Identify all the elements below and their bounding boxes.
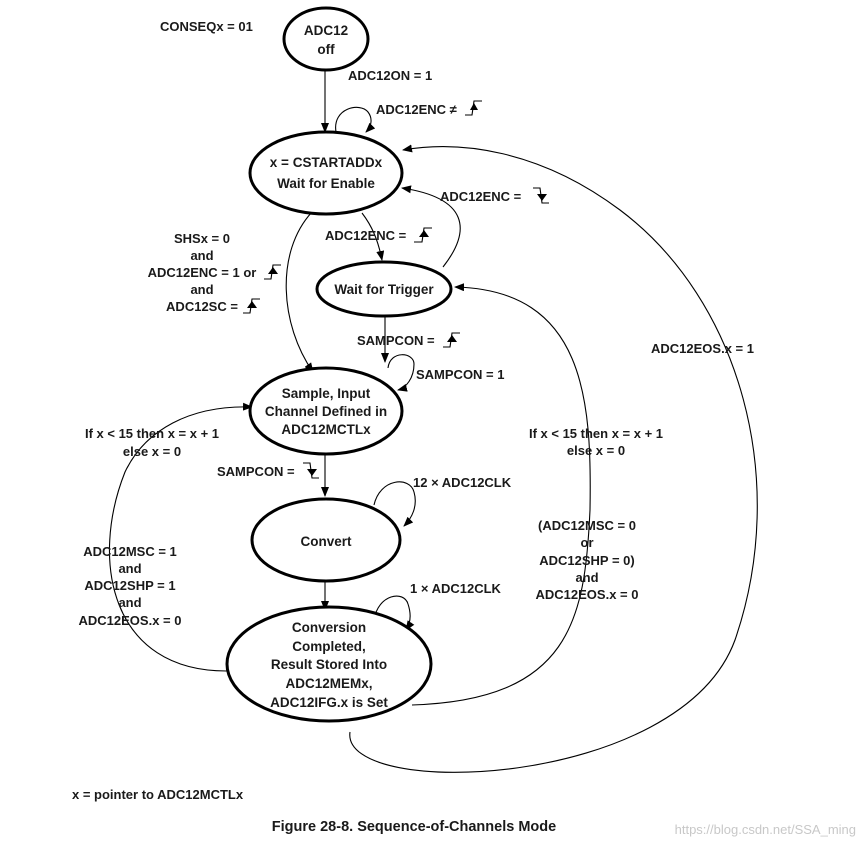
state-shape: [282, 6, 370, 72]
label-left-condition-line: and: [118, 561, 141, 576]
state-conversion-completed: Conversion Completed, Result Stored Into…: [225, 605, 433, 723]
falling-edge-icon: [303, 462, 319, 479]
conseq-note: CONSEQx = 01: [160, 19, 253, 34]
state-adc12-off: ADC12 off: [282, 6, 370, 72]
label-eos-exit: ADC12EOS.x = 1: [651, 341, 754, 356]
label-left-condition-line: ADC12SHP = 1: [84, 578, 175, 593]
label-left-increment-line: If x < 15 then x = x + 1: [85, 426, 219, 441]
state-label-line: x = CSTARTADDx: [270, 155, 383, 170]
label-enc-falling-text: ADC12ENC =: [440, 189, 522, 204]
state-shape: [225, 605, 433, 723]
label-sampcon-rising: SAMPCON =: [357, 332, 460, 348]
label-right-condition-line: ADC12EOS.x = 0: [536, 587, 639, 602]
label-right-condition-line: or: [581, 535, 594, 550]
state-label-line: Channel Defined in: [265, 404, 387, 419]
edge-completed-to-wait-enable: [349, 144, 758, 773]
label-sampcon-hold: SAMPCON = 1: [416, 367, 505, 382]
state-label-line: off: [317, 42, 335, 57]
label-enc-falling: ADC12ENC =: [440, 187, 549, 204]
rising-edge-icon: [264, 264, 281, 280]
label-right-increment-line: If x < 15 then x = x + 1: [529, 426, 663, 441]
state-label-line: Sample, Input: [282, 386, 371, 401]
label-sampcon-falling: SAMPCON =: [217, 462, 319, 479]
state-convert: Convert: [250, 497, 402, 583]
label-right-condition-line: ADC12SHP = 0): [539, 553, 635, 568]
state-label-line: ADC12: [304, 23, 348, 38]
label-enc-not-rising-text: ADC12ENC ≠: [376, 102, 457, 117]
edge-completed-to-sample-left: [109, 402, 253, 672]
state-shape: [315, 260, 453, 318]
edge-wait-enable-to-wait-trigger: [361, 212, 385, 261]
edge-completed-self-loop: [373, 595, 415, 631]
label-sampcon-falling-text: SAMPCON =: [217, 464, 295, 479]
rising-edge-icon: [443, 332, 460, 348]
state-shape: [248, 366, 404, 456]
state-wait-for-enable: x = CSTARTADDx Wait for Enable: [248, 130, 404, 216]
edge-sample-self-loop: [387, 354, 415, 392]
state-label-line: Wait for Enable: [277, 176, 375, 191]
label-right-increment: If x < 15 then x = x + 1 else x = 0: [529, 426, 663, 458]
label-shs-line: ADC12SC =: [166, 299, 238, 314]
rising-edge-icon: [465, 100, 482, 116]
label-left-increment: If x < 15 then x = x + 1 else x = 0: [85, 426, 219, 459]
state-label-line: Completed,: [292, 639, 366, 654]
label-left-condition-line: ADC12EOS.x = 0: [79, 613, 182, 628]
label-right-condition: (ADC12MSC = 0 or ADC12SHP = 0) and ADC12…: [536, 518, 639, 602]
state-label-line: Conversion: [292, 620, 366, 635]
label-left-condition-line: ADC12MSC = 1: [83, 544, 177, 559]
edge-completed-to-wait-trigger: [411, 283, 591, 706]
rising-edge-icon: [414, 227, 432, 243]
label-shs-line: ADC12ENC = 1 or: [148, 265, 257, 280]
edge-wait-enable-self-loop: [335, 106, 376, 133]
state-label-line: Convert: [300, 534, 352, 549]
state-shape: [248, 130, 404, 216]
transition-edges: [109, 69, 758, 773]
state-label-line: ADC12MCTLx: [281, 422, 371, 437]
label-right-increment-line: else x = 0: [567, 443, 625, 458]
state-label-line: ADC12MEMx,: [285, 676, 372, 691]
label-shs-line: SHSx = 0: [174, 231, 230, 246]
label-adc12on: ADC12ON = 1: [348, 68, 432, 83]
label-left-increment-line: else x = 0: [123, 444, 181, 459]
label-left-condition: ADC12MSC = 1 and ADC12SHP = 1 and ADC12E…: [79, 544, 182, 628]
label-enc-rising-text: ADC12ENC =: [325, 228, 407, 243]
label-enc-not-rising: ADC12ENC ≠: [376, 100, 482, 117]
state-sample: Sample, Input Channel Defined in ADC12MC…: [248, 366, 404, 456]
label-sampcon-rising-text: SAMPCON =: [357, 333, 435, 348]
label-shs-condition: SHSx = 0 and ADC12ENC = 1 or and ADC12SC…: [148, 231, 281, 314]
state-label-line: Result Stored Into: [271, 657, 387, 672]
label-shs-line: and: [190, 248, 213, 263]
state-shape: [250, 497, 402, 583]
label-enc-rising: ADC12ENC =: [325, 227, 432, 243]
label-right-condition-line: (ADC12MSC = 0: [538, 518, 636, 533]
falling-edge-icon: [533, 187, 549, 204]
pointer-note: x = pointer to ADC12MCTLx: [72, 787, 244, 802]
label-right-condition-line: and: [575, 570, 598, 585]
figure-caption: Figure 28-8. Sequence-of-Channels Mode: [272, 819, 556, 835]
edge-wait-trigger-to-wait-enable: [401, 185, 461, 268]
state-wait-for-trigger: Wait for Trigger: [315, 260, 453, 318]
state-label-line: ADC12IFG.x is Set: [270, 695, 388, 710]
label-complete-clocks: 1 × ADC12CLK: [410, 581, 502, 596]
edge-convert-self-loop: [373, 481, 416, 527]
label-convert-clocks: 12 × ADC12CLK: [413, 475, 512, 490]
state-label-line: Wait for Trigger: [334, 282, 434, 297]
label-left-condition-line: and: [118, 595, 141, 610]
rising-edge-icon: [243, 298, 260, 314]
label-shs-line: and: [190, 282, 213, 297]
watermark: https://blog.csdn.net/SSA_ming: [675, 822, 856, 837]
edge-wait-enable-to-sample: [285, 211, 314, 373]
